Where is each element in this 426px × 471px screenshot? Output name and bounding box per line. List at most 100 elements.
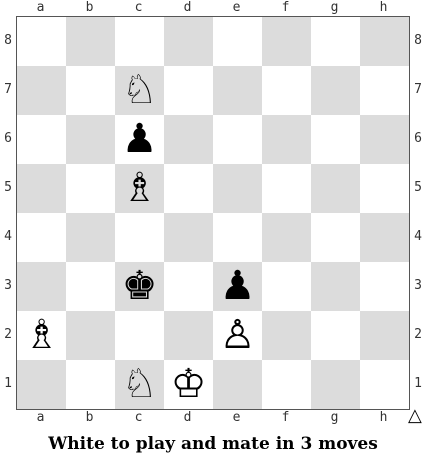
white-pawn-icon[interactable]: ♙	[219, 312, 256, 358]
rank-label-left: 6	[4, 131, 12, 146]
file-label-bottom: e	[232, 410, 241, 425]
square-h1[interactable]	[360, 360, 409, 409]
square-c8[interactable]	[115, 17, 164, 66]
square-a6[interactable]	[17, 115, 66, 164]
file-label-bottom: b	[85, 410, 94, 425]
square-b4[interactable]	[66, 213, 115, 262]
rank-label-right: 6	[414, 131, 422, 146]
rank-label-right: 1	[414, 376, 422, 391]
square-e6[interactable]	[213, 115, 262, 164]
square-h6[interactable]	[360, 115, 409, 164]
square-g5[interactable]	[311, 164, 360, 213]
square-c5[interactable]	[115, 164, 164, 213]
rank-label-left: 5	[4, 180, 12, 195]
square-e2[interactable]	[213, 311, 262, 360]
white-knight-icon[interactable]: ♘	[121, 361, 158, 407]
black-pawn-icon[interactable]: ♟	[219, 263, 256, 309]
square-h3[interactable]	[360, 262, 409, 311]
square-e4[interactable]	[213, 213, 262, 262]
square-d1[interactable]	[164, 360, 213, 409]
square-h2[interactable]	[360, 311, 409, 360]
square-a2[interactable]	[17, 311, 66, 360]
square-e3[interactable]	[213, 262, 262, 311]
white-knight-icon[interactable]: ♘	[121, 67, 158, 113]
square-c1[interactable]	[115, 360, 164, 409]
square-d6[interactable]	[164, 115, 213, 164]
puzzle-caption: White to play and mate in 3 moves	[48, 434, 378, 454]
rank-label-left: 4	[4, 229, 12, 244]
rank-label-right: 3	[414, 278, 422, 293]
square-f5[interactable]	[262, 164, 311, 213]
black-pawn-icon[interactable]: ♟	[121, 116, 158, 162]
square-e5[interactable]	[213, 164, 262, 213]
square-e1[interactable]	[213, 360, 262, 409]
white-king-icon[interactable]: ♔	[170, 361, 207, 407]
square-d2[interactable]	[164, 311, 213, 360]
square-f7[interactable]	[262, 66, 311, 115]
square-a4[interactable]	[17, 213, 66, 262]
rank-label-right: 2	[414, 327, 422, 342]
square-d7[interactable]	[164, 66, 213, 115]
square-f3[interactable]	[262, 262, 311, 311]
square-b6[interactable]	[66, 115, 115, 164]
rank-label-left: 8	[4, 33, 12, 48]
square-b8[interactable]	[66, 17, 115, 66]
file-label-top: d	[183, 0, 192, 15]
rank-label-left: 1	[4, 376, 12, 391]
rank-label-left: 7	[4, 82, 12, 97]
square-f1[interactable]	[262, 360, 311, 409]
file-label-bottom: f	[281, 410, 290, 425]
square-g2[interactable]	[311, 311, 360, 360]
black-king-icon[interactable]: ♚	[121, 263, 158, 309]
square-h4[interactable]	[360, 213, 409, 262]
square-f2[interactable]	[262, 311, 311, 360]
square-g8[interactable]	[311, 17, 360, 66]
square-c6[interactable]	[115, 115, 164, 164]
white-bishop-icon[interactable]: ♗	[121, 165, 158, 211]
square-a5[interactable]	[17, 164, 66, 213]
square-a7[interactable]	[17, 66, 66, 115]
square-e8[interactable]	[213, 17, 262, 66]
white-bishop-icon[interactable]: ♗	[23, 312, 60, 358]
square-d3[interactable]	[164, 262, 213, 311]
file-label-top: e	[232, 0, 241, 15]
rank-label-left: 2	[4, 327, 12, 342]
chess-board[interactable]: ♘♟♗♚♟♗♙♘♔	[16, 16, 410, 410]
file-label-top: f	[281, 0, 290, 15]
square-f4[interactable]	[262, 213, 311, 262]
file-label-top: g	[330, 0, 339, 15]
square-h7[interactable]	[360, 66, 409, 115]
file-label-bottom: h	[379, 410, 388, 425]
square-c2[interactable]	[115, 311, 164, 360]
square-a3[interactable]	[17, 262, 66, 311]
square-b7[interactable]	[66, 66, 115, 115]
square-g1[interactable]	[311, 360, 360, 409]
file-label-top: c	[134, 0, 143, 15]
square-d8[interactable]	[164, 17, 213, 66]
square-d4[interactable]	[164, 213, 213, 262]
square-e7[interactable]	[213, 66, 262, 115]
square-g3[interactable]	[311, 262, 360, 311]
square-h8[interactable]	[360, 17, 409, 66]
file-label-top: b	[85, 0, 94, 15]
square-h5[interactable]	[360, 164, 409, 213]
square-g6[interactable]	[311, 115, 360, 164]
square-c3[interactable]	[115, 262, 164, 311]
file-label-top: a	[36, 0, 45, 15]
square-g7[interactable]	[311, 66, 360, 115]
square-b5[interactable]	[66, 164, 115, 213]
rank-label-right: 7	[414, 82, 422, 97]
square-c4[interactable]	[115, 213, 164, 262]
file-label-bottom: c	[134, 410, 143, 425]
square-b2[interactable]	[66, 311, 115, 360]
square-b1[interactable]	[66, 360, 115, 409]
square-c7[interactable]	[115, 66, 164, 115]
square-d5[interactable]	[164, 164, 213, 213]
square-a8[interactable]	[17, 17, 66, 66]
square-f8[interactable]	[262, 17, 311, 66]
square-b3[interactable]	[66, 262, 115, 311]
file-label-bottom: d	[183, 410, 192, 425]
square-g4[interactable]	[311, 213, 360, 262]
square-a1[interactable]	[17, 360, 66, 409]
square-f6[interactable]	[262, 115, 311, 164]
